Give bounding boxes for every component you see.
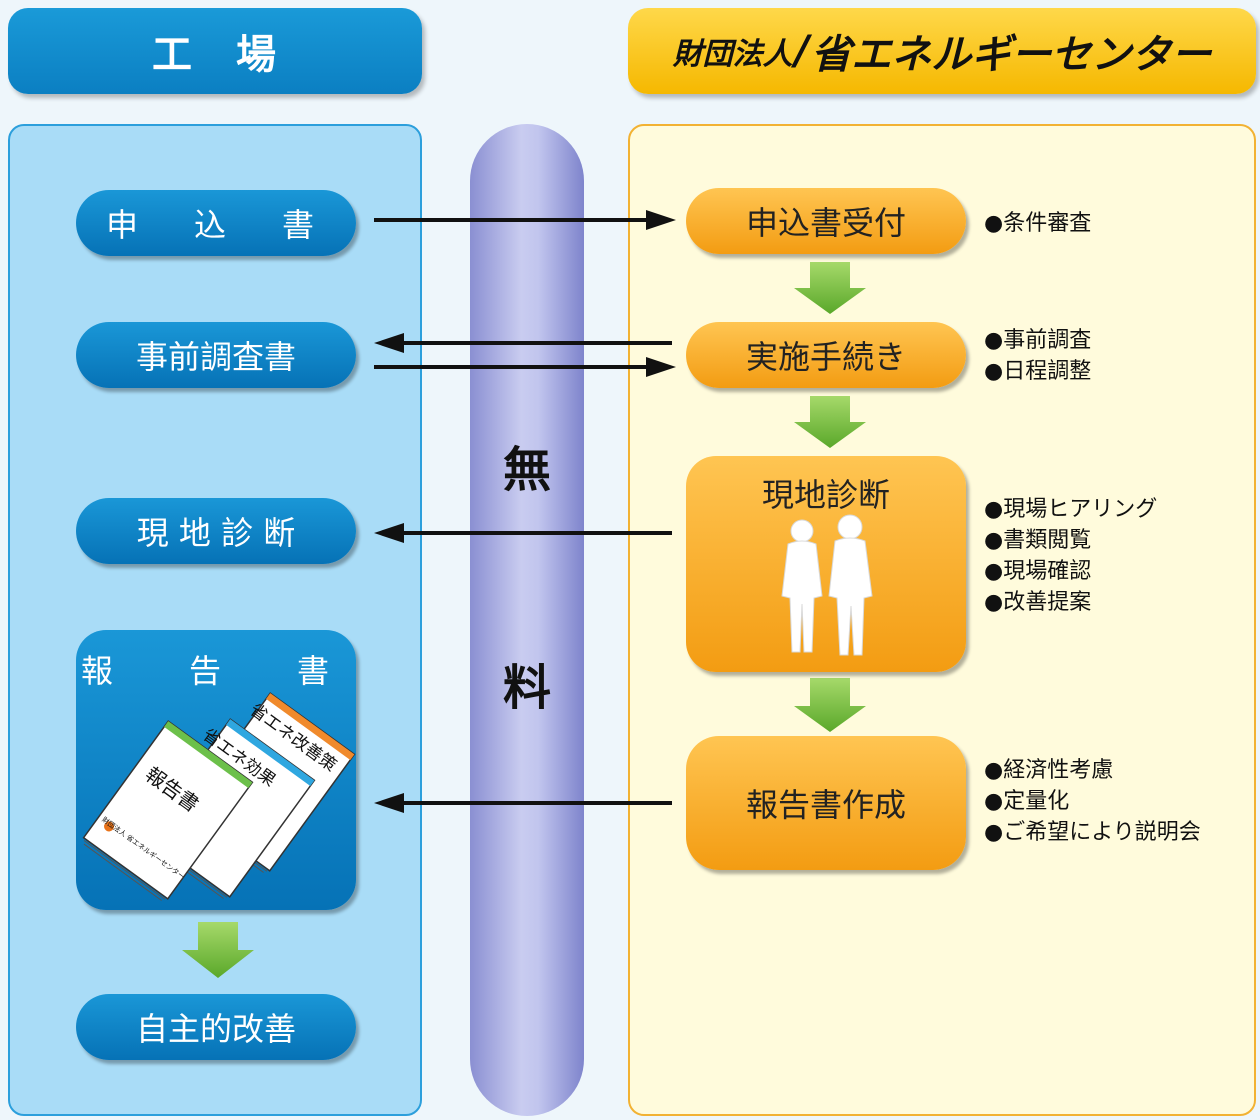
note-item: ●条件審査 (984, 211, 1092, 236)
free-char-1: 無 (502, 442, 551, 498)
note-item: ●経済性考慮 (984, 758, 1114, 783)
factory-step-self-improvement: 自主的改善 (76, 994, 356, 1060)
org-name: 省エネルギーセンター (811, 32, 1212, 78)
notes-procedure: ●事前調査 ●日程調整 (984, 325, 1091, 387)
notes-reception: ●条件審査 (984, 208, 1091, 239)
booklet-report (82, 720, 254, 901)
note-item: ●書類閲覧 (984, 528, 1092, 553)
center-step-procedure: 実施手続き (686, 322, 966, 388)
arrow-report-to-factory (374, 793, 672, 813)
note-item: ●ご希望により説明会 (984, 820, 1201, 845)
factory-step-pre-survey: 事前調査書 (76, 322, 356, 388)
org-slash: / (794, 28, 810, 74)
arrow-apply-to-reception (374, 210, 676, 230)
note-item: ●事前調査 (984, 328, 1092, 353)
free-of-charge-band (470, 124, 584, 1116)
arrow-procedure-to-survey (374, 333, 672, 353)
center-step-reception: 申込書受付 (686, 188, 966, 254)
note-item: ●定量化 (984, 789, 1070, 814)
energy-center-header: 財団法人/省エネルギーセンター (628, 8, 1256, 94)
factory-step-diagnosis: 現 地 診 断 (76, 498, 356, 564)
factory-step-application: 申 込 書 (76, 190, 356, 256)
org-prefix: 財団法人 (672, 37, 793, 72)
arrow-diagnosis-to-factory (374, 523, 672, 543)
factory-header: 工 場 (8, 8, 422, 94)
notes-diagnosis: ●現場ヒアリング ●書類閲覧 ●現場確認 ●改善提案 (984, 494, 1157, 618)
free-char-2: 料 (502, 660, 551, 716)
factory-step-report-title: 報 告 書 (80, 652, 351, 690)
note-item: ●現場ヒアリング (984, 497, 1158, 522)
arrow-survey-to-procedure (374, 357, 676, 377)
down-arrow-1 (794, 262, 866, 314)
notes-report: ●経済性考慮 ●定量化 ●ご希望により説明会 (984, 755, 1201, 848)
down-arrow-4 (182, 922, 254, 978)
note-item: ●現場確認 (984, 559, 1092, 584)
down-arrow-2 (794, 396, 866, 448)
center-step-diagnosis-label: 現地診断 (761, 476, 890, 514)
note-item: ●改善提案 (984, 590, 1092, 615)
center-step-report-creation: 報告書作成 (686, 736, 966, 870)
note-item: ●日程調整 (984, 359, 1092, 384)
down-arrow-3 (794, 678, 866, 732)
center-step-diagnosis-box (686, 456, 966, 672)
